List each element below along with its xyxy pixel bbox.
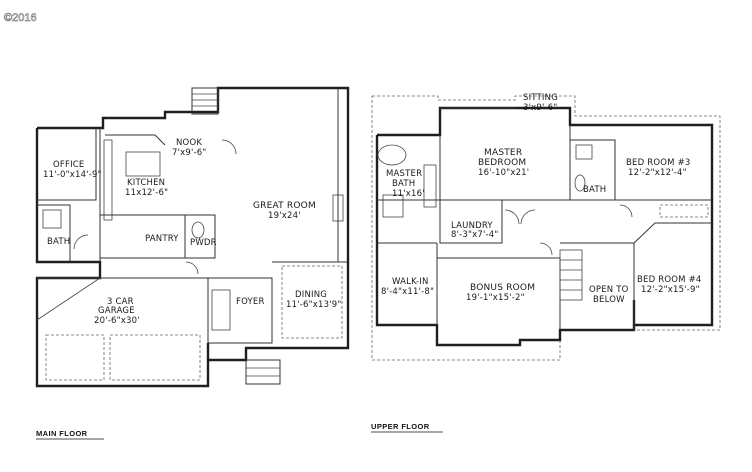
copyright-mark: ©2016 bbox=[4, 12, 37, 24]
master-bath-dimensions: 11'x16' bbox=[392, 189, 425, 199]
main-floor-caption: MAIN FLOOR bbox=[36, 429, 88, 438]
upper-floor-plan bbox=[371, 95, 721, 361]
garage-dimensions: 20'-6"x30' bbox=[94, 316, 140, 326]
walk-in-label: WALK-IN bbox=[392, 277, 429, 287]
kitchen-dimensions: 11x12'-6" bbox=[125, 188, 168, 198]
pantry-label: PANTRY bbox=[145, 234, 179, 244]
open-to-below-label-line2: BELOW bbox=[593, 295, 625, 305]
master-bedroom-dimensions: 16'-10"x21' bbox=[478, 168, 529, 178]
walk-in-dimensions: 8'-4"x11'-8" bbox=[381, 287, 434, 297]
nook-dimensions: 7'x9'-6" bbox=[172, 148, 207, 158]
dining-label: DINING bbox=[295, 290, 327, 300]
laundry-dimensions: 8'-3"x7'-4" bbox=[451, 230, 499, 240]
bonus-room-label: BONUS ROOM bbox=[470, 283, 535, 293]
nook-label: NOOK bbox=[176, 138, 202, 148]
sitting-dimensions: 3'x9'-6" bbox=[523, 103, 558, 113]
bed-room-3-label: BED ROOM #3 bbox=[626, 158, 691, 168]
master-bedroom-label-line2: BEDROOM bbox=[478, 158, 526, 168]
laundry-label: LAUNDRY bbox=[451, 221, 493, 231]
main-floor-plan bbox=[35, 86, 350, 388]
pwdr-label: PWDR bbox=[190, 238, 217, 248]
garage-label-line2: GARAGE bbox=[98, 306, 135, 316]
upper-floor-caption: UPPER FLOOR bbox=[371, 422, 430, 431]
bed-room-4-dimensions: 12'-2"x15'-9" bbox=[641, 285, 700, 295]
garage-label: 3 CAR bbox=[107, 297, 134, 307]
great-room-dimensions: 19'x24' bbox=[268, 211, 301, 221]
kitchen-label: KITCHEN bbox=[127, 178, 165, 188]
master-bath-label: MASTER bbox=[386, 169, 422, 179]
office-dimensions: 11'-0"x14'-9" bbox=[43, 170, 102, 180]
open-to-below-label: OPEN TO bbox=[589, 285, 629, 295]
office-label: OFFICE bbox=[53, 160, 84, 170]
great-room-label: GREAT ROOM bbox=[253, 201, 316, 211]
main-bath-label: BATH bbox=[47, 237, 70, 247]
sitting-label: SITTING bbox=[523, 93, 558, 103]
master-bath-label-line2: BATH bbox=[392, 179, 415, 189]
master-bedroom-label: MASTER bbox=[484, 148, 522, 158]
upper-bath-label: BATH bbox=[583, 185, 606, 195]
bed-room-3-dimensions: 12'-2"x12'-4" bbox=[628, 168, 687, 178]
foyer-label: FOYER bbox=[236, 297, 265, 307]
dining-dimensions: 11'-6"x13'9" bbox=[286, 300, 341, 310]
bed-room-4-label: BED ROOM #4 bbox=[637, 275, 702, 285]
bonus-room-dimensions: 19'-1"x15'-2" bbox=[466, 293, 525, 303]
